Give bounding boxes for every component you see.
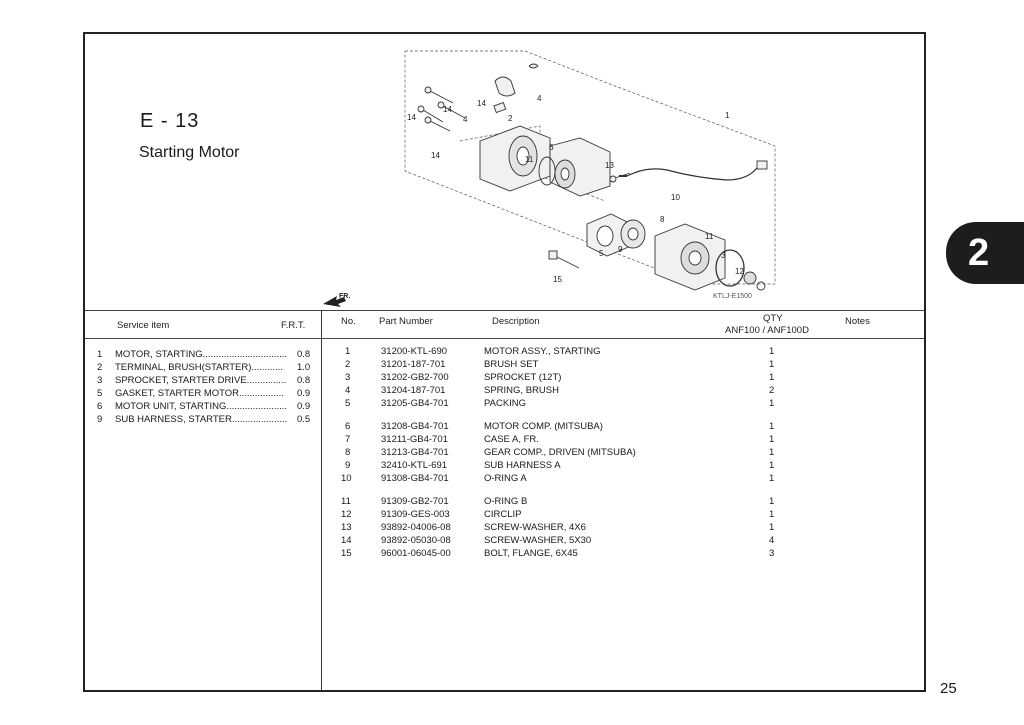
callout-15: 15 — [553, 275, 562, 284]
models-header: ANF100 / ANF100D — [725, 325, 809, 336]
exploded-parts — [417, 63, 768, 291]
direction-label: FR. — [339, 293, 350, 300]
callout-8: 9 — [618, 245, 623, 254]
table-top-rule — [85, 310, 924, 311]
callout-2: 2 — [508, 114, 513, 123]
callout-12: 12 — [735, 267, 744, 276]
callout-7: 8 — [660, 215, 665, 224]
part-number-header: Part Number — [379, 316, 433, 327]
callout-3: 3 — [721, 251, 726, 260]
callout-1: 1 — [725, 111, 730, 120]
page-number: 25 — [940, 680, 957, 697]
callout-14: 14 — [443, 105, 452, 114]
callout-14: 14 — [477, 99, 486, 108]
qty-header: QTY — [763, 313, 783, 324]
table-divider — [321, 310, 322, 690]
catalog-page-frame: E - 13 Starting Motor — [83, 32, 926, 692]
callout-14: 14 — [431, 151, 440, 160]
callout-14: 14 — [407, 113, 416, 122]
callout-9: 10 — [671, 193, 680, 202]
section-code: E - 13 — [140, 110, 200, 132]
callout-6: 6 — [549, 143, 554, 152]
description-header: Description — [492, 316, 540, 327]
front-arrow-icon: FR. — [323, 293, 350, 307]
figure-code: KTLJ-E1500 — [713, 293, 752, 300]
exploded-parts-diagram: 14 14 14 14 4 4 2 1 6 11 13 10 8 11 3 12… — [323, 50, 776, 307]
section-title: Starting Motor — [139, 144, 240, 161]
callout-4: 4 — [537, 94, 542, 103]
callout-10: 11 — [705, 232, 714, 241]
service-item-header: Service item — [117, 320, 170, 331]
table-header-rule — [85, 338, 924, 339]
callout-13: 13 — [605, 161, 614, 170]
diagram-callouts: 14 14 14 14 4 4 2 1 6 11 13 10 8 11 3 12… — [407, 94, 744, 284]
callout-4: 4 — [463, 115, 468, 124]
notes-header: Notes — [845, 316, 870, 327]
callout-5: 5 — [599, 249, 604, 258]
chapter-tab: 2 — [946, 222, 1024, 284]
callout-11: 11 — [525, 155, 534, 164]
no-header: No. — [341, 316, 356, 327]
frt-header: F.R.T. — [281, 320, 306, 331]
